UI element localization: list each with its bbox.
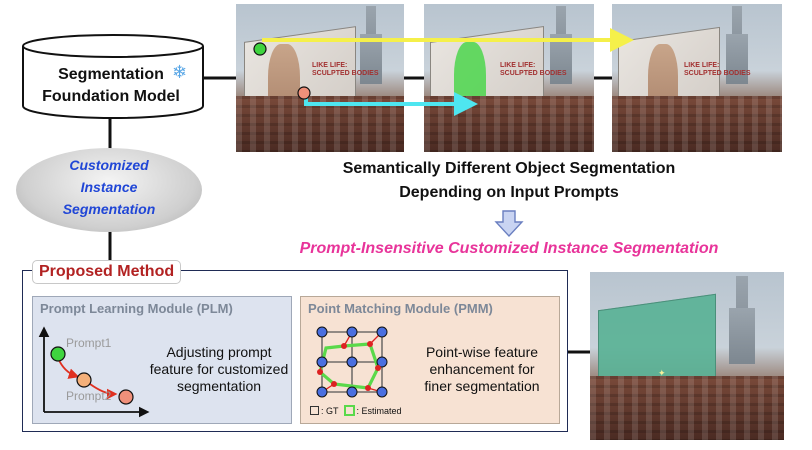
caption-line2: Depending on Input Prompts [399,184,619,201]
plm-description: Adjusting prompt feature for customized … [149,344,289,394]
prompt-arrows [253,28,634,116]
snowflake-icon: ❄ [172,62,188,82]
pmm-diagram [316,326,388,398]
estimated-legend-icon [343,405,355,416]
ellipse-text-line1: Customized [69,157,149,173]
pmm-description: Point-wise feature enhancement for finer… [424,344,540,394]
customized-segmentation-ellipse [16,148,202,232]
plm-panel [32,296,292,424]
red-prompt-point [297,86,311,100]
down-arrow-icon [494,210,524,238]
billboard-text-1: LIKE LIFE:SCULPTED BODIES [312,62,379,77]
model-title-line2: Foundation Model [42,88,180,105]
prompt1-point [50,346,66,362]
billboard-text-3: LIKE LIFE:SCULPTED BODIES [684,62,751,77]
prompt1-label: Prompt1 [66,336,112,350]
gt-legend-label: : GT [321,405,339,416]
prompt2-point [118,389,134,405]
plm-diagram [38,326,150,418]
result-photo: ✦ [590,272,784,440]
proposed-method-label: Proposed Method [32,260,182,284]
ellipse-text-line3: Segmentation [62,201,156,217]
ellipse-text-line2: Instance [80,179,138,195]
mid-point [76,372,92,388]
green-prompt-point [253,42,267,56]
prompt-insensitive-title: Prompt-Insensitive Customized Instance S… [299,240,719,257]
result-prompt-star: ✦ [658,368,666,378]
billboard-photo-3: LIKE LIFE:SCULPTED BODIES [612,4,782,152]
pmm-title: Point Matching Module (PMM) [308,301,493,316]
billboard-text-2: LIKE LIFE:SCULPTED BODIES [500,62,567,77]
pmm-panel [300,296,560,424]
caption-line1: Semantically Different Object Segmentati… [342,160,676,177]
gt-legend-icon [310,406,319,415]
model-title-line1: Segmentation [58,66,164,83]
pmm-legend: : GT : Estimated [310,405,402,416]
estimated-legend-label: : Estimated [356,405,402,416]
cyan-arrow [304,92,478,116]
foundation-model-cylinder [22,34,204,119]
proposed-method-frame [22,270,568,432]
prompt2-label: Prompt2 [66,389,112,403]
plm-title: Prompt Learning Module (PLM) [40,301,233,316]
